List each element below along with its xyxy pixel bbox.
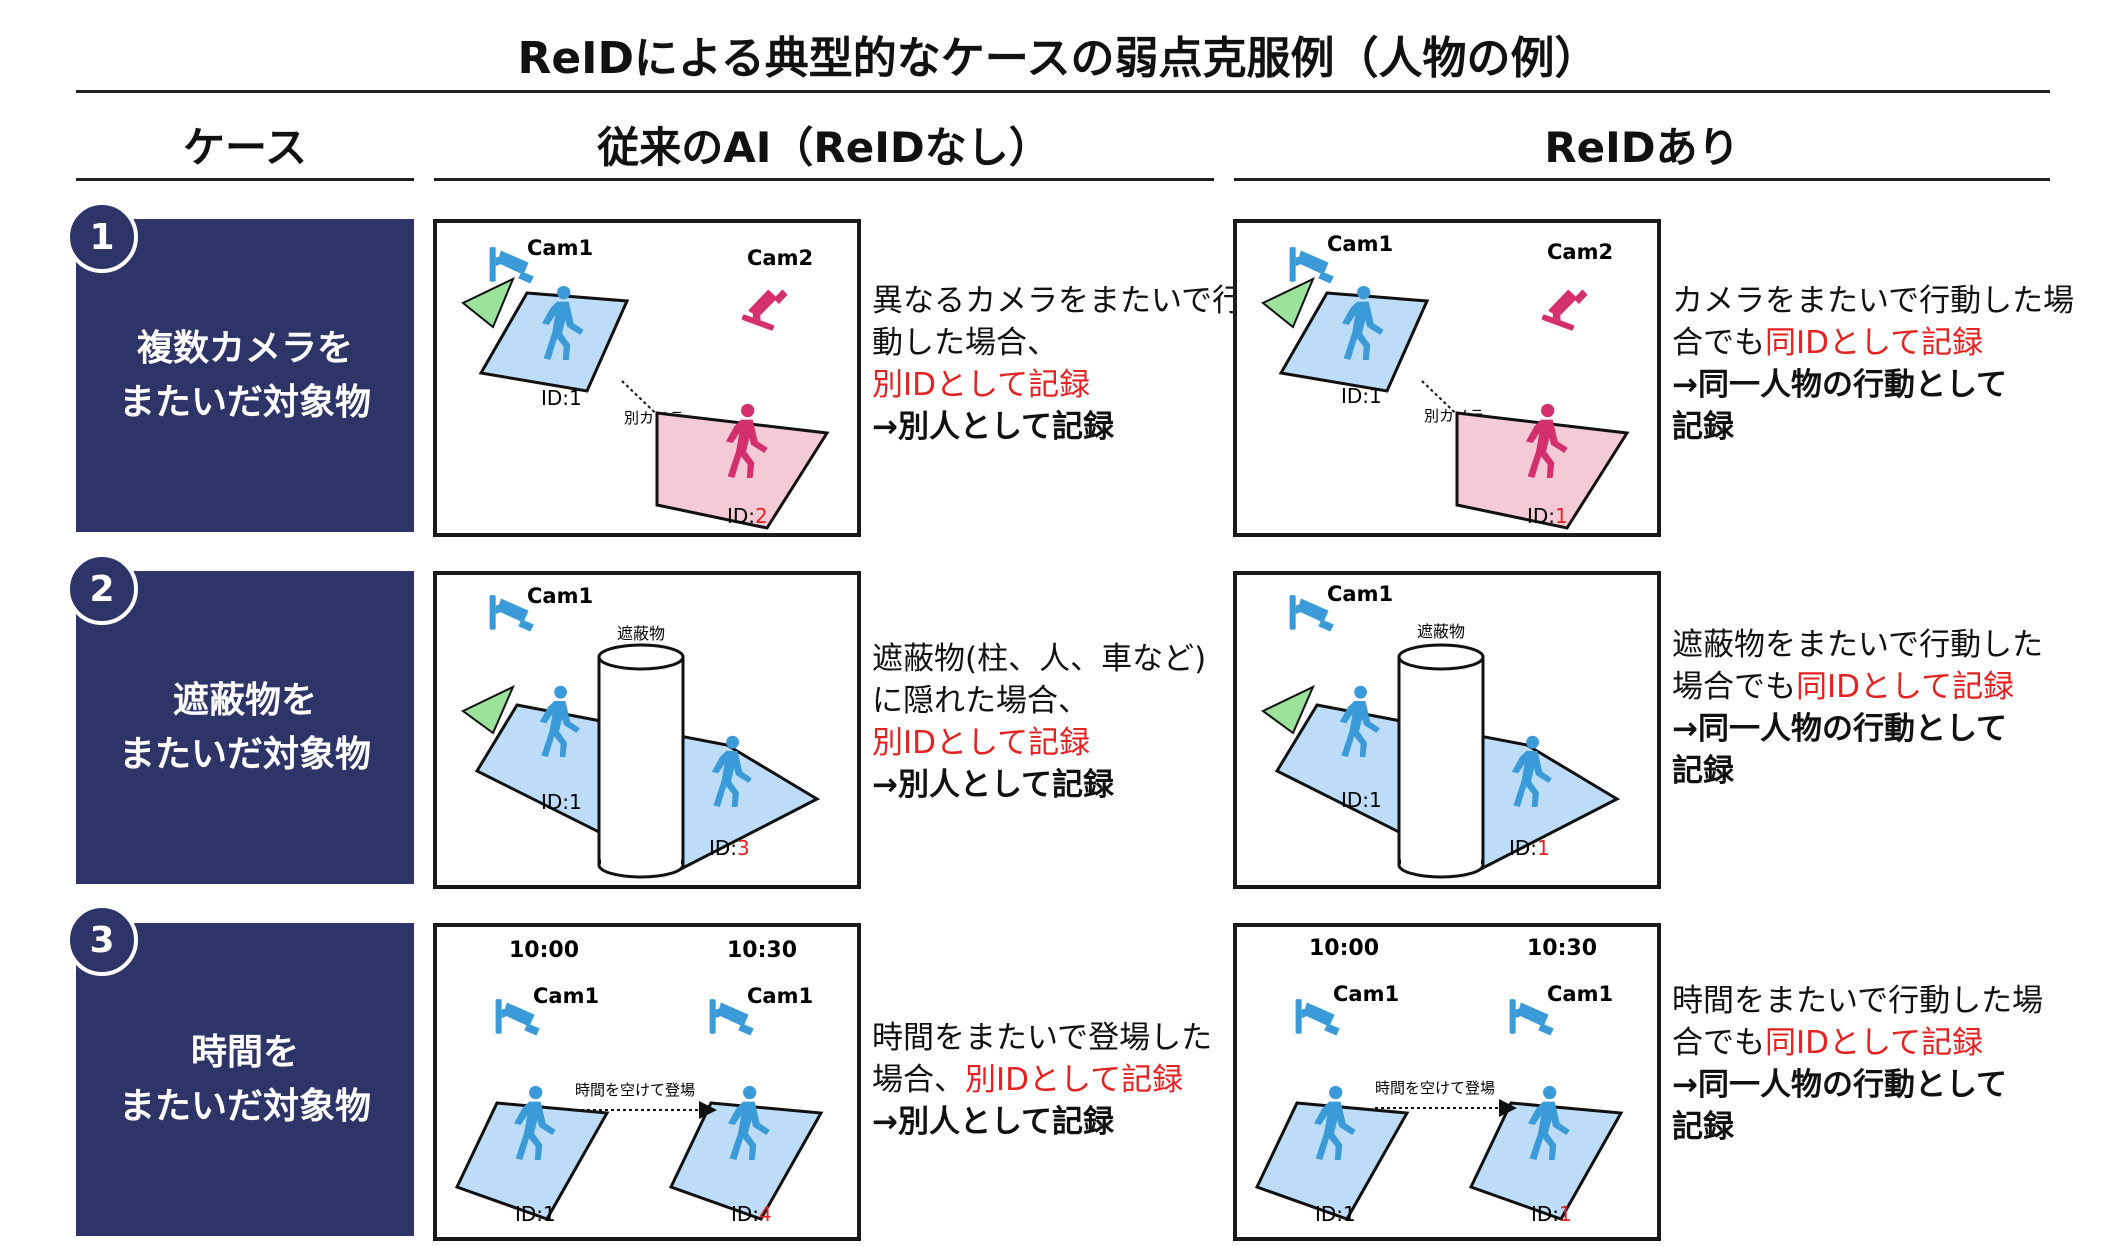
- camera-2-icon: [1541, 279, 1589, 332]
- cam1-label: Cam1: [527, 236, 593, 260]
- id-label-b: ID:1: [1509, 836, 1550, 860]
- case-1-conventional-text: 異なるカメラをまたいで行 動した場合、 別IDとして記録 →別人として記録: [872, 283, 1244, 445]
- case-3-reid-scene: 10:00 10:30 Cam1 Cam1 時間を空けて登場 ID:1 ID:1: [1233, 923, 1661, 1241]
- cam1-label: Cam1: [1327, 232, 1393, 256]
- floor-area-2: [1455, 411, 1630, 530]
- case-3-label: 時間を またいだ対象物: [76, 923, 414, 1236]
- case-2-reid-scene: Cam1 遮蔽物 ID:1 ID:1: [1233, 571, 1661, 889]
- arrow-label: 時間を空けて登場: [575, 1081, 695, 1099]
- case-2-label: 遮蔽物を またいだ対象物: [76, 571, 414, 884]
- case-2-number-badge: 2: [66, 553, 138, 625]
- case-2-conventional-text: 遮蔽物(柱、人、車など) に隠れた場合、 別IDとして記録 →別人として記録: [872, 641, 1207, 803]
- id-label-b: ID:1: [1531, 1202, 1572, 1226]
- case-3-line2: またいだ対象物: [118, 1085, 371, 1127]
- id-label-b: ID:4: [731, 1202, 772, 1226]
- cam-b-label: Cam1: [1547, 982, 1613, 1006]
- case-1-conventional-scene: Cam1 Cam2 ID:1 別カメラ ID:2: [433, 219, 861, 537]
- reid-header-underline: [1234, 178, 2050, 181]
- reid-column-header: ReIDあり: [1544, 123, 1740, 172]
- case-header-underline: [76, 178, 414, 181]
- conventional-header-underline: [434, 178, 1214, 181]
- floor-area-2: [1468, 1101, 1624, 1221]
- case-3-line1: 時間を: [190, 1031, 299, 1073]
- id-label-a: ID:1: [1315, 1202, 1356, 1226]
- case-column-header: ケース: [183, 123, 307, 172]
- id-label-b: ID:3: [709, 836, 750, 860]
- pillar-obstacle: [597, 643, 685, 879]
- cam1-label: Cam1: [1327, 582, 1393, 606]
- floor-area-1: [1254, 1101, 1410, 1221]
- id-label-b: ID:2: [727, 504, 768, 528]
- floor-area-2: [655, 411, 830, 530]
- case-3-conventional-scene: 10:00 10:30 Cam1 Cam1 時間を空けて登場 ID:1 ID:4: [433, 923, 861, 1241]
- case-1-number-badge: 1: [66, 201, 138, 273]
- case-2-conventional-scene: Cam1 遮蔽物 ID:1 ID:3: [433, 571, 861, 889]
- id-prefix-a: ID:1: [1341, 384, 1382, 408]
- id-label-a: ID:1: [1341, 788, 1382, 812]
- pillar-obstacle: [1397, 643, 1485, 879]
- cam2-label: Cam2: [1547, 240, 1613, 264]
- time-b-label: 10:30: [1527, 936, 1597, 961]
- id-prefix-a: ID:1: [541, 386, 582, 410]
- case-1-line2: またいだ対象物: [118, 381, 371, 423]
- cam-a-label: Cam1: [1333, 982, 1399, 1006]
- case-2-reid-text: 遮蔽物をまたいで行動した 場合でも同IDとして記録 →同一人物の行動として 記録: [1672, 627, 2044, 789]
- cam2-label: Cam2: [747, 246, 813, 270]
- case-1-label: 複数カメラを またいだ対象物: [76, 219, 414, 532]
- obstacle-label: 遮蔽物: [617, 624, 665, 643]
- field-of-view-cone: [1261, 276, 1315, 329]
- case-2-line1: 遮蔽物を: [172, 679, 317, 721]
- case-3-number-badge: 3: [66, 904, 138, 976]
- time-a-label: 10:00: [1309, 936, 1379, 961]
- id-label-a: ID:1: [541, 790, 582, 814]
- cam-a-label: Cam1: [533, 984, 599, 1008]
- case-1-reid-scene: Cam1 Cam2 ID:1 別カメラ ID:1: [1233, 219, 1661, 537]
- time-a-label: 10:00: [509, 938, 579, 963]
- page-title: ReIDによる典型的なケースの弱点克服例（人物の例）: [517, 33, 1599, 84]
- case-1-line1: 複数カメラを: [136, 327, 353, 369]
- case-3-conventional-text: 時間をまたいで登場した 場合、別IDとして記録 →別人として記録: [872, 1020, 1213, 1140]
- title-divider: [76, 90, 2050, 93]
- arrow-label: 時間を空けて登場: [1375, 1079, 1495, 1097]
- time-b-label: 10:30: [727, 938, 797, 963]
- case-1-reid-text: カメラをまたいで行動した場 合でも同IDとして記録 →同一人物の行動として 記録: [1672, 283, 2075, 445]
- field-of-view-cone: [461, 684, 515, 735]
- id-label-a: ID:1: [515, 1202, 556, 1226]
- conventional-column-header: 従来のAI（ReIDなし）: [597, 123, 1051, 172]
- cam1-label: Cam1: [527, 584, 593, 608]
- id-label-b: ID:1: [1527, 504, 1568, 528]
- case-2-line2: またいだ対象物: [118, 733, 371, 775]
- obstacle-label: 遮蔽物: [1417, 622, 1465, 641]
- floor-area-2: [668, 1101, 824, 1221]
- camera-2-icon: [741, 279, 789, 332]
- floor-area-1: [454, 1101, 610, 1221]
- field-of-view-cone: [1261, 684, 1315, 735]
- case-3-reid-text: 時間をまたいで行動した場 合でも同IDとして記録 →同一人物の行動として 記録: [1672, 983, 2044, 1145]
- field-of-view-cone: [461, 276, 515, 329]
- cam-b-label: Cam1: [747, 984, 813, 1008]
